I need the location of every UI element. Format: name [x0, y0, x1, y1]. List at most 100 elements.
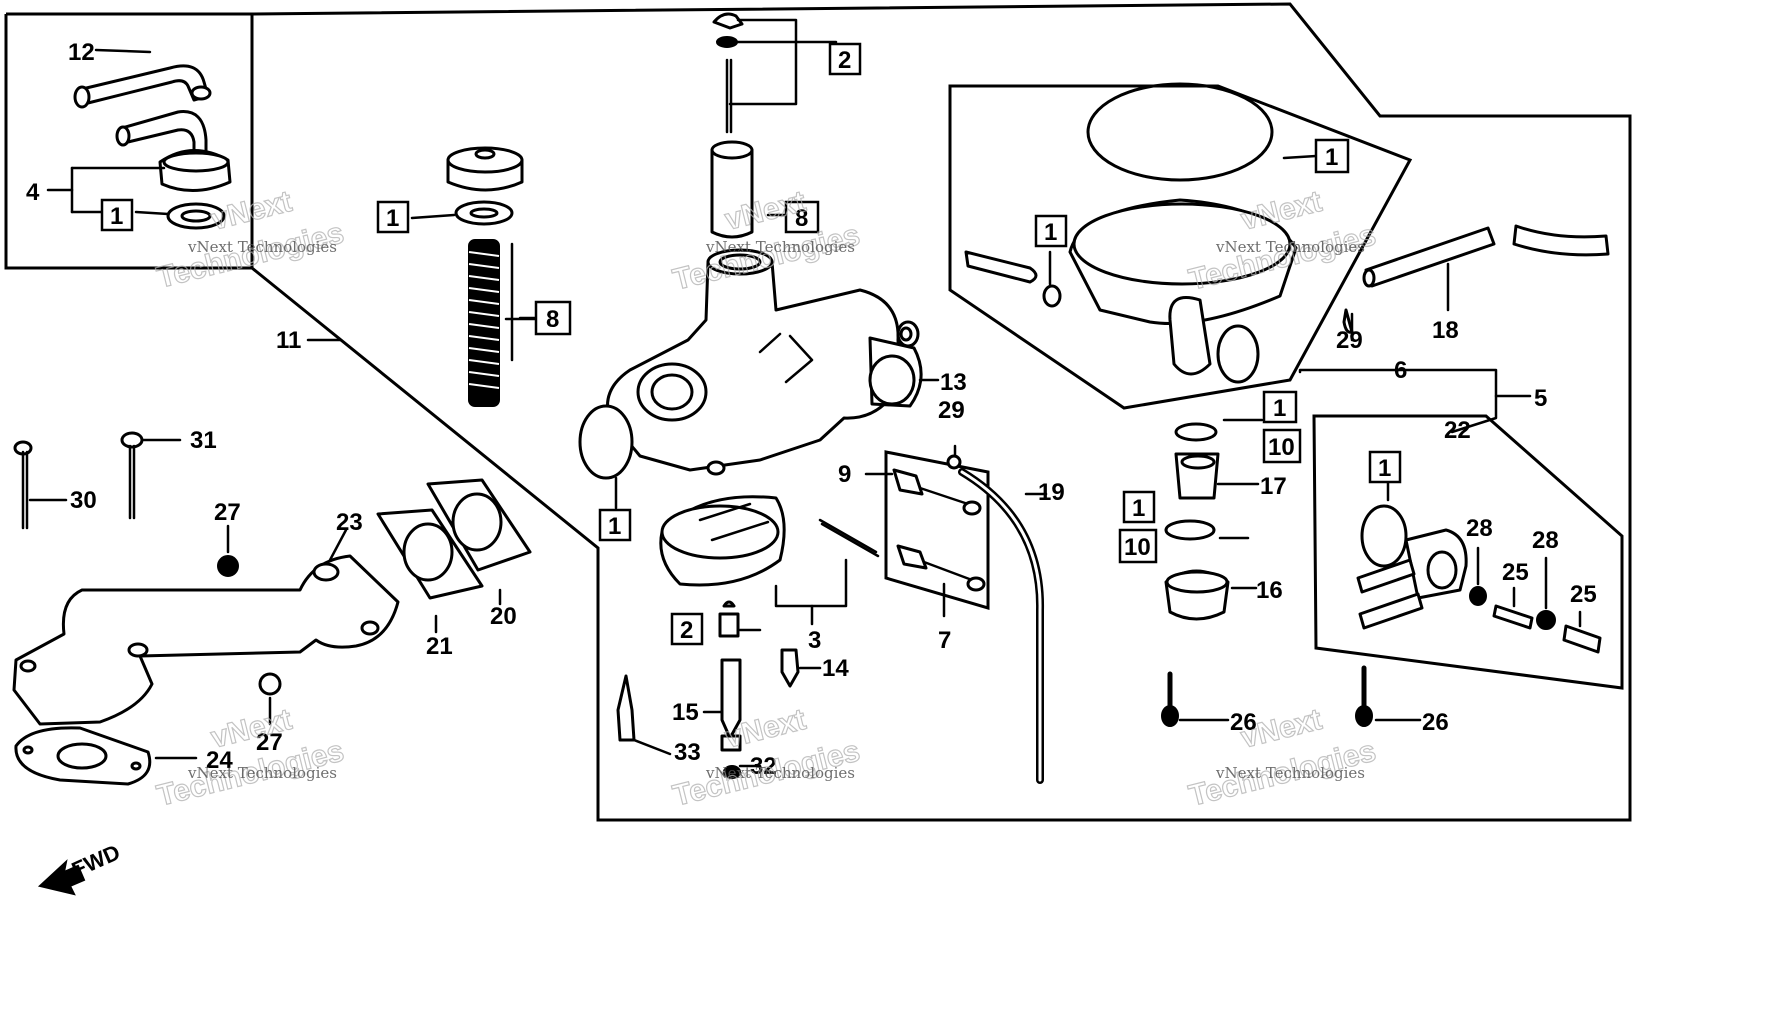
callout-26-left: 26: [1230, 709, 1257, 736]
part-8-cap-spring: [446, 146, 524, 407]
callout-9: 9: [838, 461, 851, 488]
callout-27-lower: 27: [256, 729, 283, 756]
svg-text:vNext Technologies: vNext Technologies: [187, 764, 337, 782]
callout-22: 22: [1444, 417, 1471, 444]
part-jets: [616, 600, 800, 779]
callout-1-inset: 1: [110, 203, 123, 230]
callout-25-left: 25: [1502, 559, 1529, 586]
callout-box-1-oring: [598, 508, 632, 542]
callout-1-drain-top: 1: [1273, 395, 1286, 422]
callout-23: 23: [336, 509, 363, 536]
part-27-nut-lower: [258, 672, 282, 696]
part-29-ring-center: [946, 454, 962, 470]
callout-2-jet: 2: [680, 617, 693, 644]
part-19-fuel-tube-inner: [960, 470, 1042, 782]
callout-box-1-cap: [376, 200, 410, 234]
part-1-washer-inset-hole: [180, 209, 212, 223]
part-9-7-screws: [892, 468, 986, 592]
callout-1-oring: 1: [608, 513, 621, 540]
part-2-needle-assembly: [710, 12, 754, 239]
callout-26-right: 26: [1422, 709, 1449, 736]
callout-12: 12: [68, 39, 95, 66]
svg-text:vNext Technologies: vNext Technologies: [705, 764, 855, 782]
callout-13: 13: [940, 369, 967, 396]
callout-30: 30: [70, 487, 97, 514]
callout-box-1-ring-top: [1314, 138, 1350, 174]
callout-1-cap: 1: [386, 205, 399, 232]
part-3-float: [659, 495, 880, 587]
part-19-fuel-tube: [958, 468, 1045, 784]
leader-lines: [28, 18, 1582, 768]
part-23-intake-manifold: [12, 554, 400, 726]
fwd-arrow-icon: [37, 859, 86, 896]
part-20-21-gaskets: [376, 478, 532, 600]
part-26-bolts: [1161, 665, 1373, 727]
callout-1-float-valve: 1: [1044, 219, 1057, 246]
callout-4: 4: [26, 179, 40, 206]
svg-text:vNext Technologies: vNext Technologies: [187, 238, 337, 256]
callout-29-center: 29: [938, 397, 965, 424]
part-27-nut-upper: [217, 555, 239, 577]
float-chamber-group-boundary: [948, 84, 1413, 410]
callout-15: 15: [672, 699, 699, 726]
callout-2-needle: 2: [838, 47, 851, 74]
callout-box-1-drain: [1122, 490, 1156, 524]
callout-8-piston: 8: [795, 205, 808, 232]
callout-19: 19: [1038, 479, 1065, 506]
callout-box-1-float-valve: [1034, 214, 1068, 248]
callout-27-upper: 27: [214, 499, 241, 526]
callout-11: 11: [276, 327, 301, 354]
svg-text:vNext Technologies: vNext Technologies: [705, 238, 855, 256]
forward-direction-indicator: FWD: [37, 839, 124, 896]
callout-box-1-drain-top: [1262, 390, 1298, 424]
part-18-tubes: [1362, 224, 1610, 288]
part-30-31-bolts: [13, 431, 144, 530]
watermark-top-left: vNext Technologies vNext Technologies: [153, 184, 348, 295]
callout-3: 3: [808, 627, 821, 654]
callout-32: 32: [750, 753, 777, 780]
callout-20: 20: [490, 603, 517, 630]
callout-7: 7: [938, 627, 951, 654]
callout-box-8-spring: [534, 300, 572, 336]
carburetor-body: [606, 248, 923, 476]
callout-box-1-inset: [100, 198, 134, 232]
part-12-tube: [73, 64, 212, 109]
part-17-16-drain: [1164, 422, 1230, 621]
callout-24: 24: [206, 747, 233, 774]
callout-6: 6: [1394, 357, 1407, 384]
callout-box-2-jet: [670, 612, 704, 646]
part-22-fuel-cock: [1356, 504, 1602, 654]
callout-17: 17: [1260, 473, 1287, 500]
callout-1-fuel-cock: 1: [1378, 455, 1391, 482]
part-4-cap-elbow: [115, 110, 232, 193]
callout-16: 16: [1256, 577, 1283, 604]
part-24-gasket: [14, 726, 152, 786]
callout-33: 33: [674, 739, 701, 766]
callout-25-right: 25: [1570, 581, 1597, 608]
callout-31: 31: [190, 427, 217, 454]
callout-box-10-top: [1262, 428, 1302, 464]
callout-10-top: 10: [1268, 434, 1295, 461]
callout-14: 14: [822, 655, 849, 682]
part-6-float-chamber: [964, 82, 1354, 384]
callout-28-left: 28: [1466, 515, 1493, 542]
group-boundaries: [4, 2, 1632, 822]
callout-18: 18: [1432, 317, 1459, 344]
main-carburetor-boundary: [251, 2, 1632, 822]
svg-text:vNext Technologies: vNext Technologies: [1215, 238, 1365, 256]
callout-1-drain: 1: [1132, 495, 1145, 522]
fuel-cock-group-boundary: [1312, 414, 1624, 690]
callout-8-spring: 8: [546, 306, 559, 333]
callout-box-10-drain: [1118, 528, 1158, 564]
part-1-o-ring-body: [578, 404, 634, 480]
callout-1-ring-top: 1: [1325, 144, 1338, 171]
fwd-label: FWD: [68, 839, 124, 882]
callout-21: 21: [426, 633, 453, 660]
callout-28-right: 28: [1532, 527, 1559, 554]
callout-29-right: 29: [1336, 327, 1363, 354]
callout-box-2-needle: [828, 42, 862, 76]
callout-box-1-fuel-cock: [1368, 450, 1402, 484]
callout-5: 5: [1534, 385, 1547, 412]
